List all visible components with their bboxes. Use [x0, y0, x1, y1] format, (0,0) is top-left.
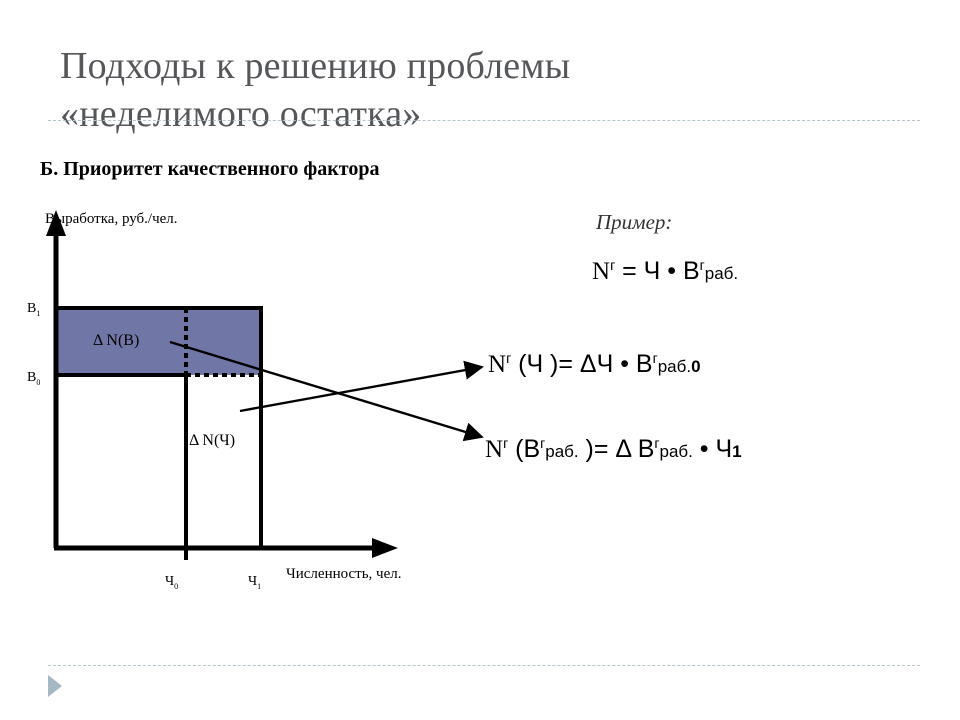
arrow-delta-ch-to-formula — [239, 360, 484, 413]
y-tick-b0: В0 — [27, 370, 41, 387]
region-delta-ch-label: Δ N(Ч) — [189, 432, 236, 449]
x-tick-ch0: Ч0 — [165, 574, 179, 591]
formula-delta-ch: Nг (Ч )= ΔЧ • Вграб.0 — [488, 350, 701, 378]
formula-total: Nг = Ч • Вграб. — [592, 257, 739, 285]
slide-title-line2: «неделимого остатка» — [60, 93, 422, 135]
y-axis-arrowhead — [46, 210, 66, 236]
title-divider — [48, 120, 920, 121]
y-tick-b1: В1 — [27, 301, 41, 318]
region-delta-b — [56, 308, 261, 375]
region-delta-b-label: Δ N(В) — [93, 332, 140, 349]
triangle-right-icon — [48, 675, 62, 697]
arrow-delta-b-to-formula — [169, 340, 484, 442]
section-subtitle: Б. Приоритет качественного фактора — [40, 158, 380, 180]
x-axis-label: Численность, чел. — [286, 566, 402, 582]
formula-delta-b: Nг (Вграб. )= Δ Вграб. • Ч1 — [485, 435, 742, 463]
footer-divider — [48, 665, 920, 666]
y-axis-label: Выработка, руб./чел. — [45, 211, 178, 227]
slide-title: Подходы к решению проблемы «неделимого о… — [60, 42, 820, 138]
slide-title-line1: Подходы к решению проблемы — [60, 45, 571, 87]
x-axis-arrowhead — [372, 538, 398, 558]
x-tick-ch1: Ч1 — [248, 574, 262, 591]
example-label: Пример: — [596, 210, 673, 234]
